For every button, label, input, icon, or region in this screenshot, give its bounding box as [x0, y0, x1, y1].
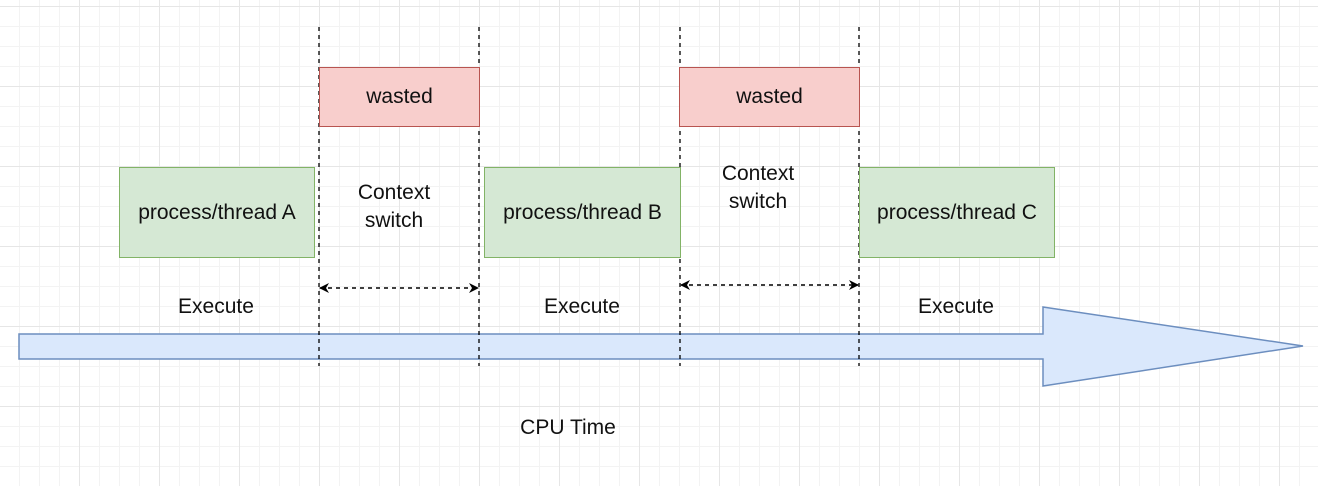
- context-switch-1-line2: switch: [364, 209, 424, 232]
- context-switch-2-line1: Context: [721, 162, 795, 185]
- wasted-label-1: wasted: [366, 85, 433, 108]
- context-switch-2-line2: switch: [728, 190, 788, 213]
- context-switch-1-line1: Context: [357, 181, 431, 204]
- process-label-a: process/thread A: [138, 200, 296, 224]
- process-label-b: process/thread B: [503, 200, 662, 224]
- wasted-block-2: wasted: [679, 67, 860, 127]
- cpu-time-arrow: [18, 306, 1304, 387]
- execute-label-3: Execute: [918, 295, 994, 318]
- process-box-a: process/thread A: [119, 167, 315, 258]
- execute-label-2: Execute: [544, 295, 620, 318]
- context-switch-label-1: Context switch: [319, 179, 469, 235]
- process-box-b: process/thread B: [484, 167, 681, 258]
- wasted-block-1: wasted: [319, 67, 480, 127]
- process-box-c: process/thread C: [859, 167, 1055, 258]
- cpu-time-label: CPU Time: [520, 416, 616, 439]
- context-switch-label-2: Context switch: [683, 160, 833, 216]
- execute-label-1: Execute: [178, 295, 254, 318]
- wasted-label-2: wasted: [736, 85, 803, 108]
- process-label-c: process/thread C: [877, 200, 1037, 224]
